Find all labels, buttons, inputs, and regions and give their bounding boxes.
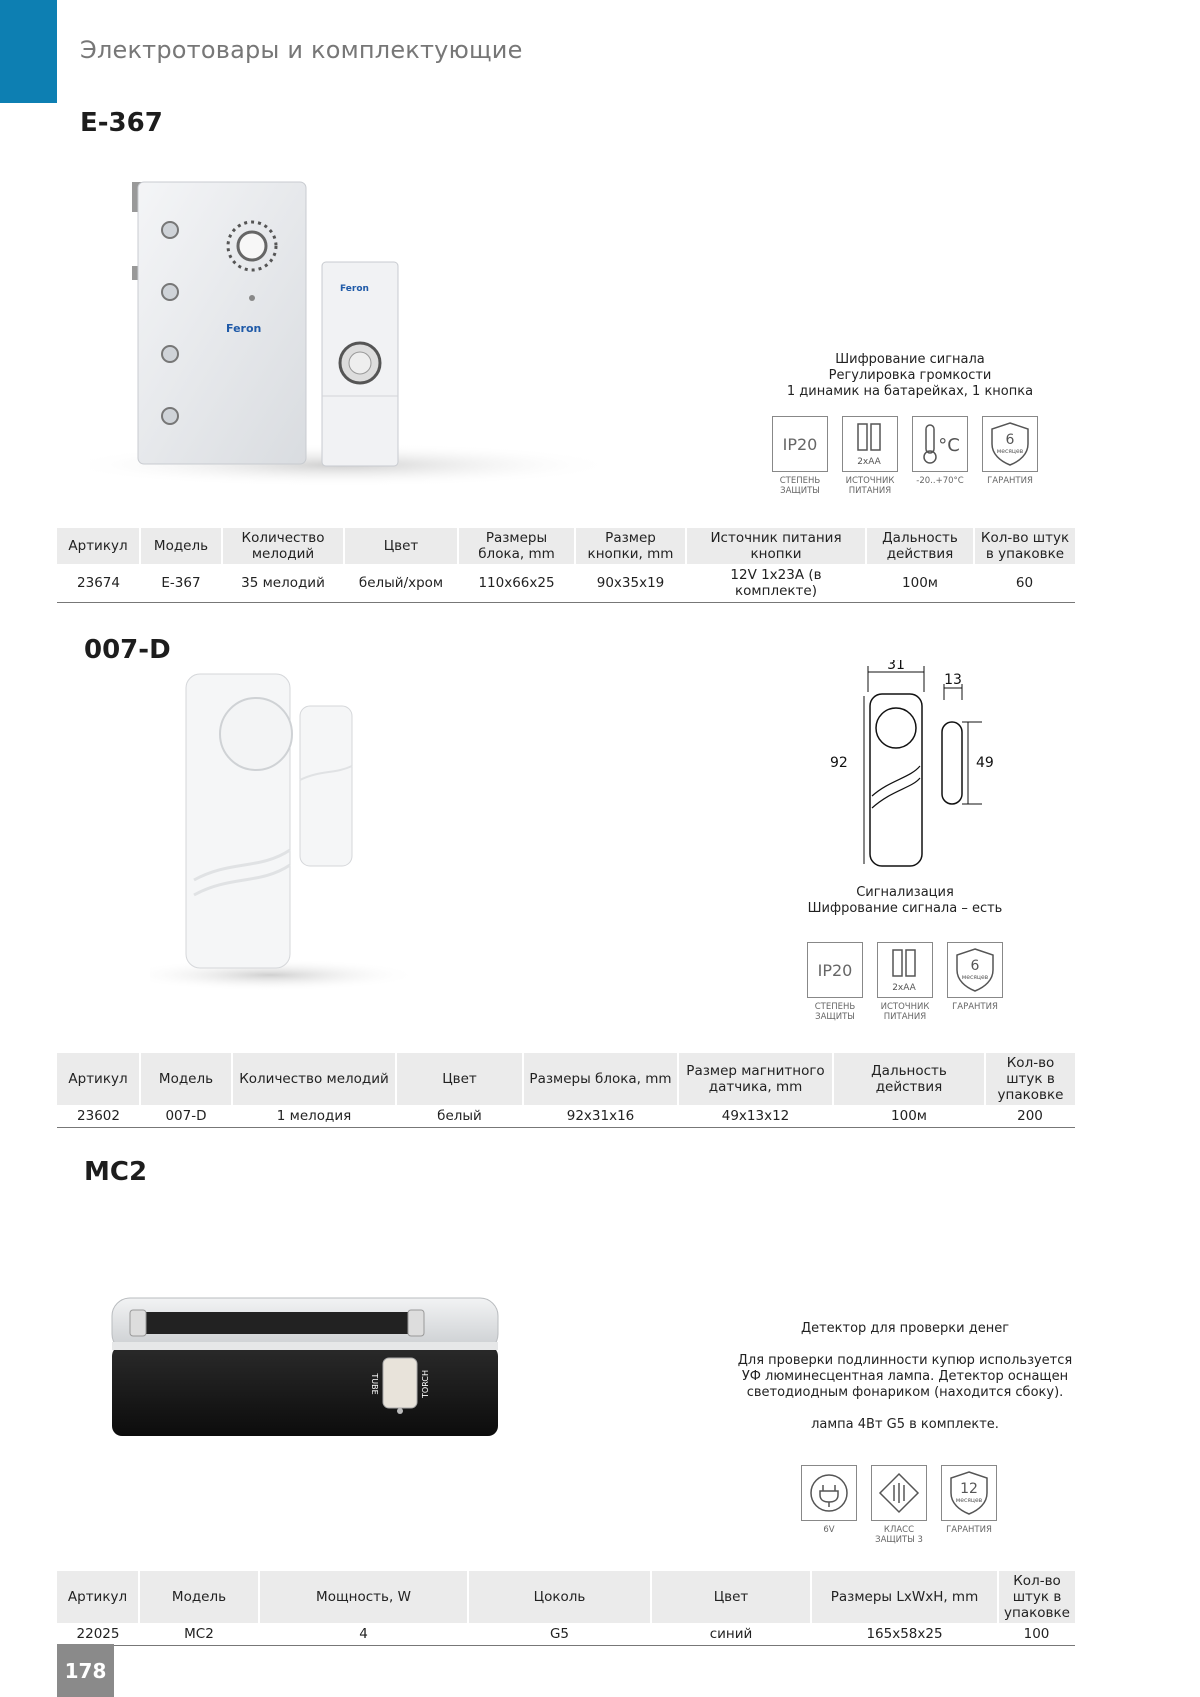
product-photo-007d: [150, 673, 420, 991]
plug-icon: [801, 1465, 857, 1521]
svg-text:Feron: Feron: [340, 284, 369, 294]
feature-icons: IP20 СТЕПЕНЬ ЗАЩИТЫ 2xAA ИСТОЧНИК ПИТАНИ…: [806, 942, 1004, 1022]
product-description: Сигнализация Шифрование сигнала – есть: [807, 885, 1003, 916]
product-photo-e367: Feron Feron: [90, 181, 620, 487]
svg-text:13: 13: [944, 672, 962, 688]
protection-class-icon: [871, 1465, 927, 1521]
svg-text:12: 12: [960, 1481, 978, 1497]
svg-text:31: 31: [887, 660, 905, 673]
page-number: 178: [57, 1644, 114, 1697]
product-description: Детектор для проверки денег Для проверки…: [737, 1321, 1073, 1432]
product-title: 007-D: [84, 635, 171, 665]
dimension-drawing: 31 13 92 49: [830, 660, 994, 867]
svg-text:°C: °C: [938, 435, 960, 456]
product-title: E-367: [80, 108, 163, 138]
section-color-tab: [0, 0, 57, 103]
feature-icons: IP20 СТЕПЕНЬ ЗАЩИТЫ 2xAA ИСТОЧНИК ПИТАНИ…: [771, 416, 1039, 496]
svg-text:6: 6: [1006, 432, 1015, 448]
svg-text:TORCH: TORCH: [421, 1370, 430, 1399]
ip20-icon: IP20: [772, 416, 828, 472]
svg-text:2xAA: 2xAA: [857, 457, 881, 467]
svg-text:месяцев: месяцев: [997, 448, 1024, 455]
svg-text:TUBE: TUBE: [370, 1372, 379, 1394]
svg-text:2xAA: 2xAA: [892, 983, 916, 993]
thermometer-icon: °C: [912, 416, 968, 472]
svg-text:49: 49: [976, 755, 994, 771]
svg-text:92: 92: [830, 755, 848, 771]
battery-icon: 2xAA: [877, 942, 933, 998]
feron-logo: Feron: [226, 322, 261, 335]
product-photo-mc2: TUBE TORCH: [111, 1297, 499, 1436]
battery-icon: 2xAA: [842, 416, 898, 472]
product-title: MC2: [84, 1157, 148, 1187]
svg-text:месяцев: месяцев: [962, 974, 989, 981]
section-title: Электротовары и комплектующие: [80, 36, 523, 64]
svg-text:6: 6: [971, 958, 980, 974]
product-description: Шифрование сигнала Регулировка громкости…: [786, 352, 1034, 399]
ip20-icon: IP20: [807, 942, 863, 998]
svg-text:месяцев: месяцев: [956, 1497, 983, 1504]
